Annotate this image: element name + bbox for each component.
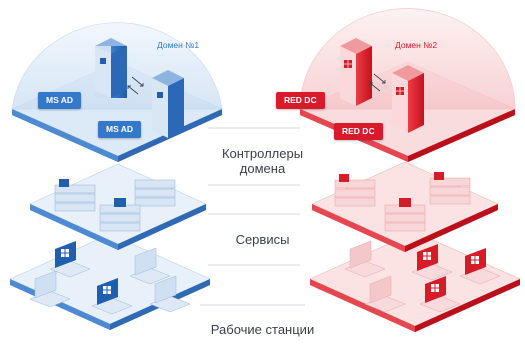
laptop-icon [149, 275, 191, 313]
layer-label-workstations: Рабочие станции [210, 322, 315, 337]
server-tower-icon [95, 38, 127, 98]
server-tower-icon [392, 65, 424, 133]
windows-logo-icon [399, 198, 411, 207]
laptop-icon [364, 275, 406, 313]
sync-arrows-icon [127, 76, 144, 95]
laptop-icon [29, 270, 71, 308]
connector-lines [200, 127, 305, 306]
server-stack-icon [99, 198, 141, 232]
right-service-stacks [334, 172, 471, 232]
windows-logo-icon [339, 174, 349, 182]
server-tower-icon [340, 38, 372, 106]
laptop-icon [129, 247, 171, 285]
server-stack-icon [429, 172, 471, 205]
layer-label-controllers-line2: домена [239, 161, 286, 176]
layer-label-services: Сервисы [235, 232, 290, 247]
windows-logo-icon [59, 179, 69, 187]
laptop-icon [411, 244, 453, 281]
left-domain-title: Домен №1 [157, 40, 200, 50]
windows-logo-icon [434, 172, 444, 180]
server-stack-icon [334, 174, 376, 207]
sync-arrows-icon [369, 73, 386, 92]
server-stack-icon [134, 179, 176, 207]
laptop-icon [91, 278, 133, 315]
left-controller-badge: MS AD [38, 92, 82, 109]
left-controller-badge: MS AD [98, 121, 142, 138]
left-domain [9, 22, 223, 330]
right-domain-title: Домен №2 [395, 40, 438, 50]
windows-logo-icon [114, 198, 126, 207]
laptop-icon [49, 241, 91, 278]
left-laptops [29, 241, 191, 315]
left-service-stacks [54, 179, 176, 232]
server-stack-icon [54, 179, 96, 212]
layer-label-controllers: Контроллеры домена [0, 146, 525, 176]
laptop-icon [419, 276, 461, 313]
right-controller-badge: RED DC [276, 92, 325, 109]
layer-label-controllers-line1: Контроллеры [221, 146, 304, 161]
server-stack-icon [384, 198, 426, 232]
laptop-icon [459, 248, 501, 285]
server-tower-icon [152, 70, 184, 138]
laptop-icon [344, 240, 386, 278]
right-laptops [344, 240, 501, 313]
right-controller-badge: RED DC [334, 123, 383, 140]
